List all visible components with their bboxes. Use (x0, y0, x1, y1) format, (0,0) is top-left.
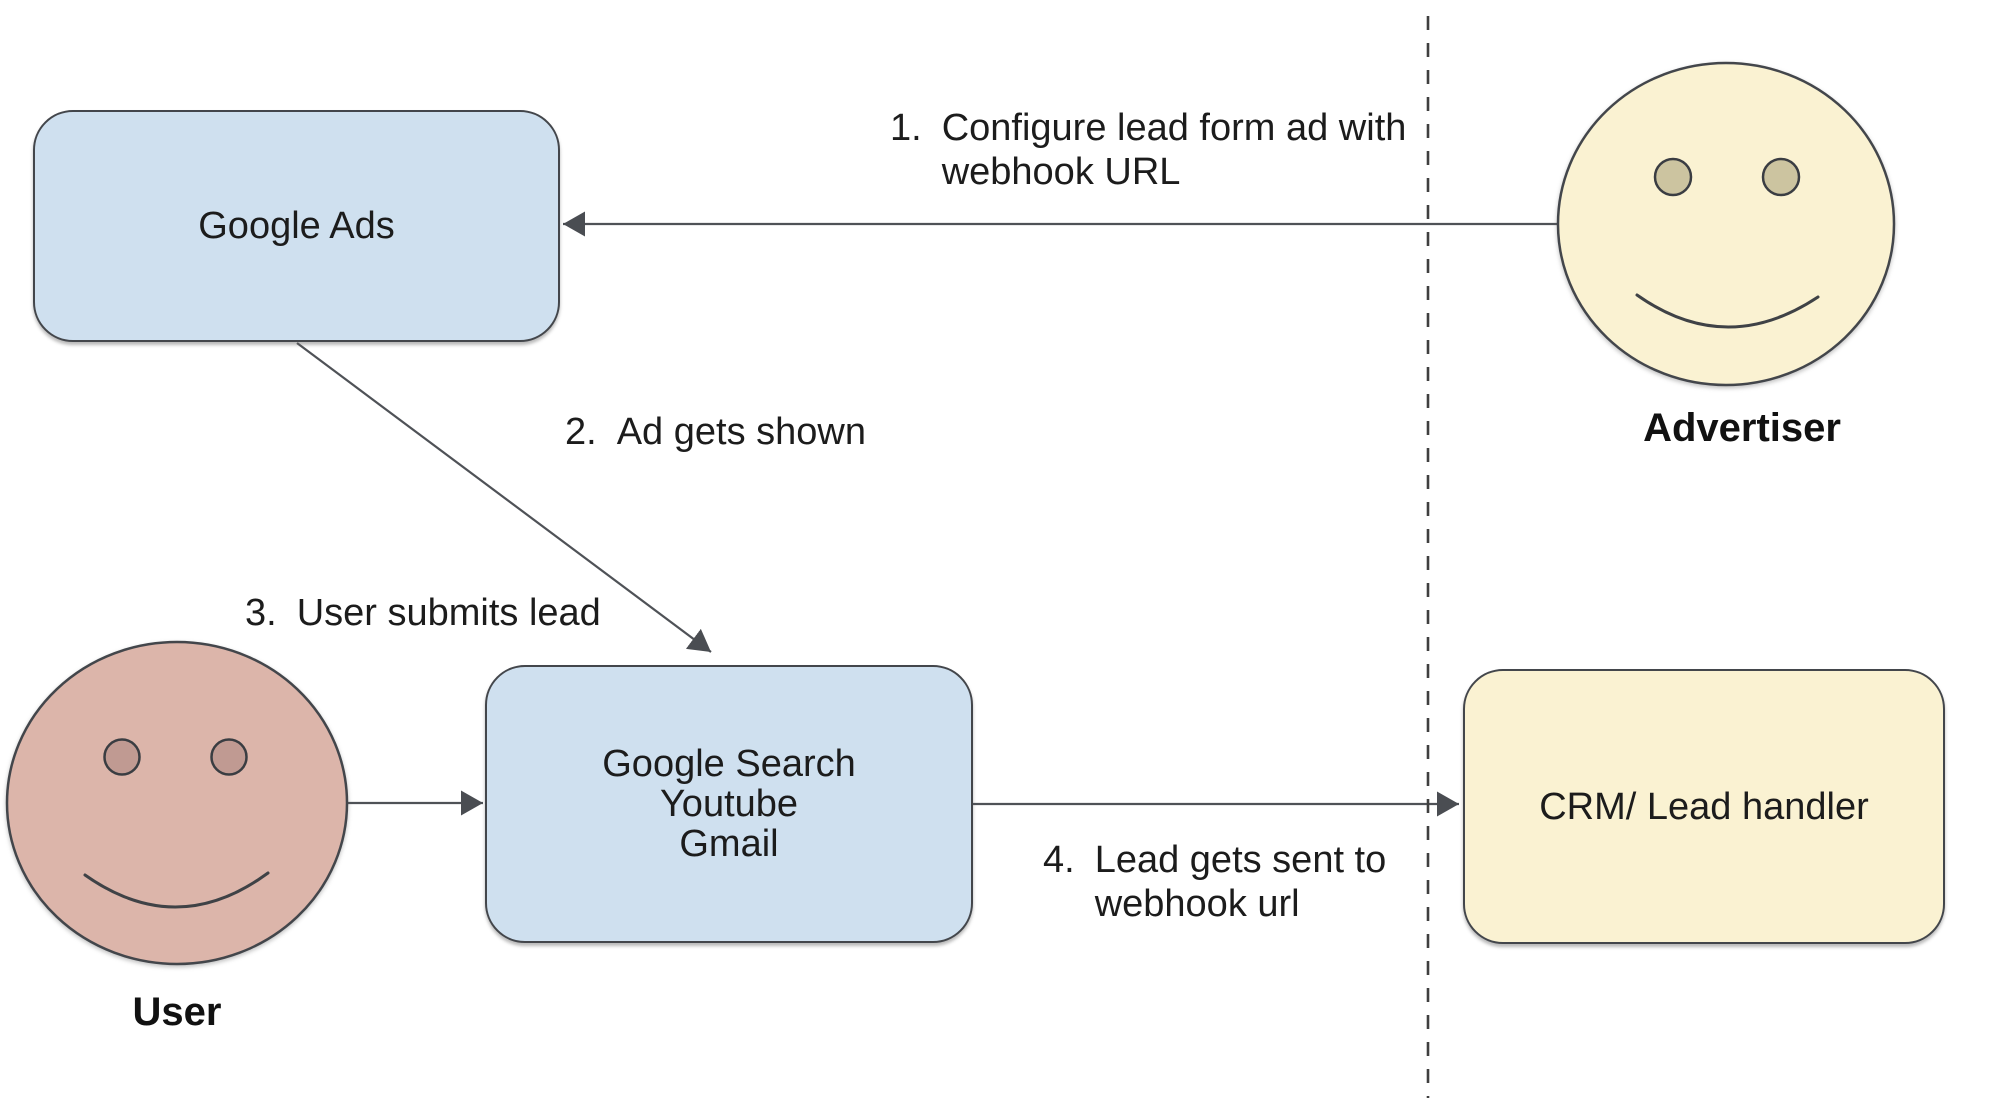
step-2-number: 2. (565, 411, 597, 453)
advertiser-smile-icon (1635, 293, 1820, 329)
user-face-icon (5, 640, 349, 966)
user-left-eye-icon (103, 738, 141, 776)
google-properties-line-2: Youtube (659, 783, 799, 825)
step-1-text-line-2: webhook URL (941, 151, 1181, 193)
step-3-label: 3. User submits lead (245, 591, 601, 635)
crm-label: CRM/ Lead handler (1539, 785, 1869, 828)
arrow-ad-gets-shown (296, 342, 712, 653)
advertiser-label: Advertiser (1643, 406, 1841, 450)
step-4-label: 4. Lead gets sent to webhook url (1043, 838, 1386, 926)
advertiser-left-eye-icon (1653, 157, 1693, 197)
google-ads-label: Google Ads (198, 205, 395, 247)
step-3-text-line-1: User submits lead (296, 592, 601, 634)
step-1-label: 1. Configure lead form ad with webhook U… (890, 106, 1406, 194)
step-2-text-line-1: Ad gets shown (616, 411, 866, 453)
advertiser-face-icon (1556, 61, 1896, 387)
user-head (5, 640, 349, 966)
advertiser-head (1556, 61, 1896, 387)
step-4-text-line-1: Lead gets sent to (1094, 839, 1387, 881)
step-1-text-line-1: Configure lead form ad with (941, 107, 1407, 149)
user-label: User (132, 990, 222, 1034)
step-2-label: 2. Ad gets shown (565, 410, 866, 454)
step-1-number: 1. (890, 107, 922, 149)
google-ads-node: Google Ads (33, 110, 560, 342)
user-smile-icon (83, 871, 270, 909)
google-properties-node: Google Search Youtube Gmail (485, 665, 973, 943)
google-properties-line-3: Gmail (679, 823, 779, 865)
crm-lead-handler-node: CRM/ Lead handler (1463, 669, 1945, 944)
advertiser-right-eye-icon (1761, 157, 1801, 197)
step-4-text-line-2: webhook url (1094, 883, 1300, 925)
user-right-eye-icon (210, 738, 248, 776)
step-3-number: 3. (245, 592, 277, 634)
google-properties-line-1: Google Search (602, 743, 856, 785)
step-4-number: 4. (1043, 839, 1075, 881)
